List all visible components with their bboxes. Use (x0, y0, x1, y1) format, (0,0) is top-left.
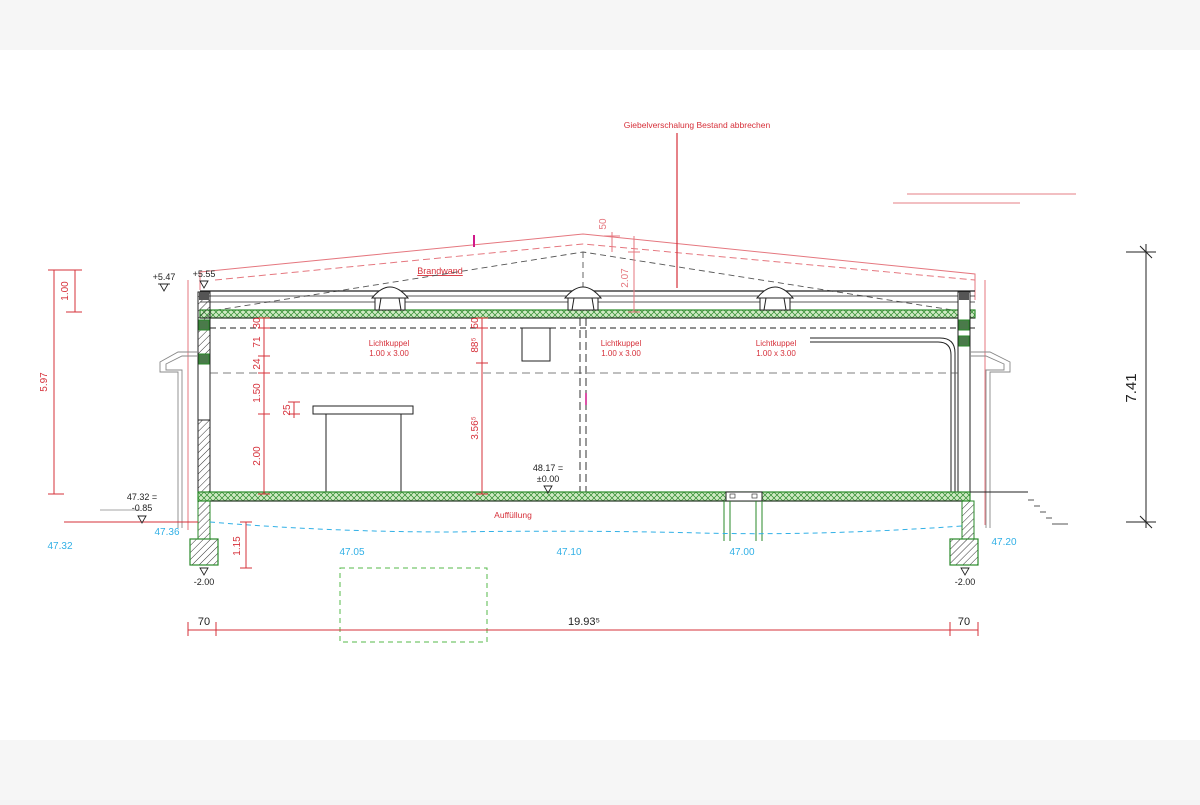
floor-slab (197, 491, 1028, 502)
dim-bottom-left: 70 (198, 616, 210, 628)
ground-elev-right: 47.20 (991, 537, 1016, 548)
level-marker-top-left2: +5.55 (193, 269, 216, 289)
skylight-label-1: Lichtkuppel (369, 339, 410, 348)
svg-text:48.17 =: 48.17 = (533, 463, 563, 473)
dim-2-07: 2.07 (620, 268, 631, 288)
right-wall (957, 291, 971, 493)
level-marker-outside: 47.32 = -0.85 (127, 492, 157, 524)
ground-elev-1: 47.05 (339, 547, 364, 558)
skylight-label-2: Lichtkuppel (601, 339, 642, 348)
skylight-size-2: 1.00 x 3.00 (601, 349, 641, 358)
level-marker-floor: 48.17 = ±0.00 (533, 463, 563, 494)
dim-bottom-right: 70 (958, 616, 970, 628)
svg-text:±0.00: ±0.00 (537, 474, 559, 484)
dim-25: 25 (282, 404, 293, 416)
bench (312, 405, 414, 492)
skylight-dome-2 (563, 286, 603, 311)
skylight-dome-3 (755, 286, 795, 311)
planned-box (339, 567, 488, 643)
total-height-dim (1126, 244, 1156, 529)
dim-2-00: 2.00 (252, 446, 263, 466)
dim-3-56: 3.56⁵ (470, 416, 481, 440)
dimension-lines (48, 232, 979, 636)
gable-note: Giebelverschalung Bestand abbrechen (624, 120, 771, 130)
dim-1-00: 1.00 (60, 281, 71, 301)
dim-bottom-center: 19.93⁵ (568, 616, 600, 628)
right-gutter (970, 351, 1011, 528)
ground-elev-left-outer: 47.32 (47, 541, 72, 552)
skylight-dome-1 (370, 286, 410, 311)
ground-elev-left-inner: 47.36 (154, 527, 179, 538)
dim-7-41: 7.41 (1123, 373, 1140, 402)
dim-ridge-50: 50 (598, 218, 609, 230)
brandwand-label: Brandwand (417, 266, 463, 276)
existing-ground-line (209, 521, 963, 535)
level-marker-footing-left: -2.00 (194, 567, 215, 587)
skylight-size-1: 1.00 x 3.00 (369, 349, 409, 358)
gable-outline (187, 233, 986, 530)
dim-71: 71 (252, 336, 263, 348)
svg-text:+5.47: +5.47 (153, 272, 176, 282)
svg-text:-2.00: -2.00 (194, 577, 215, 587)
outside-steps (1028, 499, 1068, 525)
roof-dashed-lines (204, 251, 966, 313)
dim-1-50: 1.50 (252, 383, 263, 403)
duct-box (521, 327, 551, 362)
dim-88: 88⁵ (470, 337, 481, 352)
interior-pipe (810, 337, 956, 492)
skylight-size-3: 1.00 x 3.00 (756, 349, 796, 358)
skylight-domes (370, 286, 795, 311)
dim-24: 24 (252, 358, 263, 370)
ground-elev-3: 47.00 (729, 547, 754, 558)
svg-text:+5.55: +5.55 (193, 269, 216, 279)
foundation (189, 500, 979, 566)
left-wall (197, 291, 211, 493)
svg-text:-0.85: -0.85 (132, 503, 153, 513)
ground-elev-2: 47.10 (556, 547, 581, 558)
dim-mid-50: 50 (470, 317, 481, 329)
level-marker-footing-right: -2.00 (955, 567, 976, 587)
level-marker-top-left: +5.47 (153, 272, 176, 292)
svg-text:-2.00: -2.00 (955, 577, 976, 587)
svg-text:47.32 =: 47.32 = (127, 492, 157, 502)
dim-5-97: 5.97 (39, 372, 50, 392)
left-gutter (159, 351, 198, 528)
fill-label: Auffüllung (494, 510, 532, 520)
dim-30: 30 (252, 317, 263, 329)
dim-1-15: 1.15 (232, 536, 243, 556)
skylight-label-3: Lichtkuppel (756, 339, 797, 348)
